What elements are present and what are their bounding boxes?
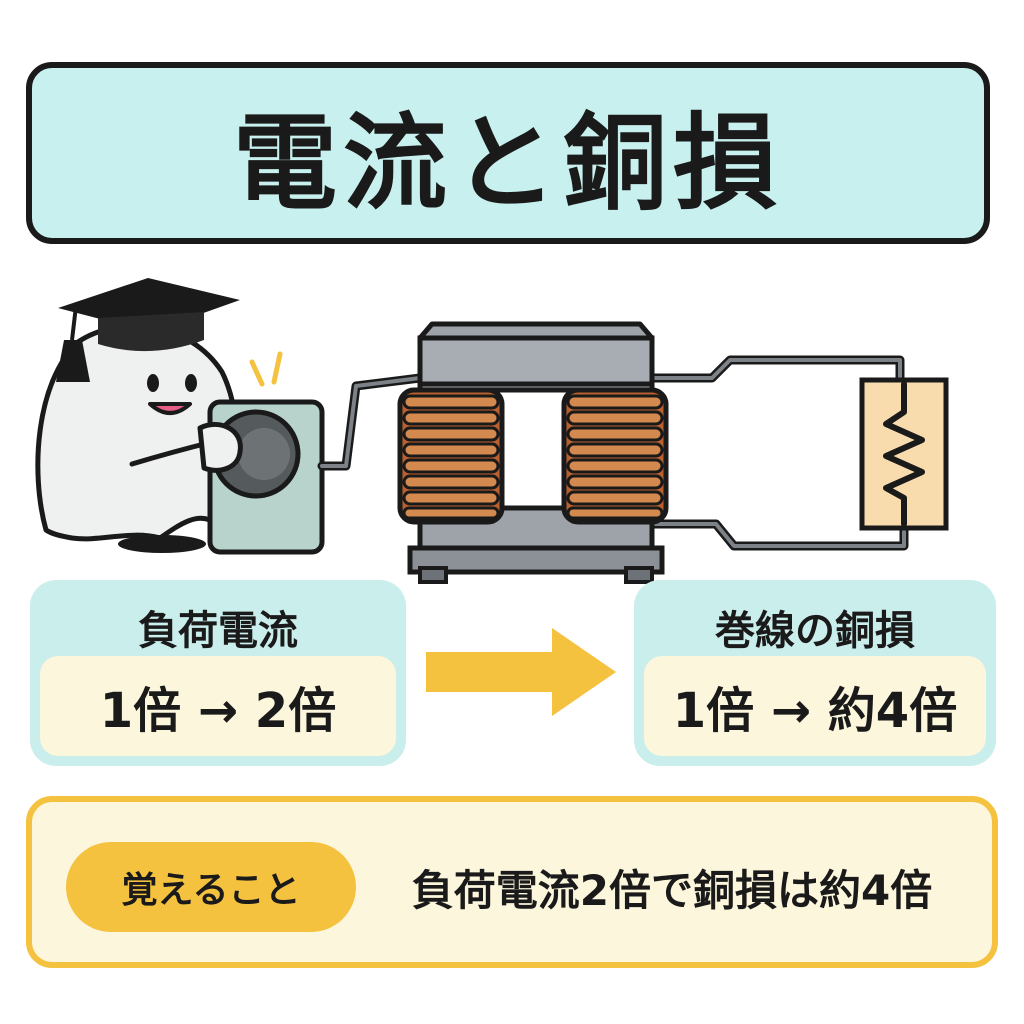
graduation-cap-icon [56,278,240,382]
memo-box: 覚えること 負荷電流2倍で銅損は約4倍 [26,796,998,968]
load-current-change: 1倍 → 2倍 [40,656,396,756]
memo-text: 負荷電流2倍で銅損は約4倍 [411,865,933,915]
load-current-panel: 負荷電流 1倍 → 2倍 [30,580,406,766]
transformer-illustration [35,278,949,584]
memo-tag: 覚えること [66,842,356,932]
copper-loss-panel: 巻線の銅損 1倍 → 約4倍 [634,580,996,766]
copper-coil-icon [561,387,669,525]
page-title: 電流と銅損 [232,101,783,224]
copper-loss-change: 1倍 → 約4倍 [644,656,986,756]
load-current-label: 負荷電流 [138,608,298,654]
copper-coil-icon [397,387,505,525]
title-banner: 電流と銅損 [26,62,990,244]
copper-loss-label: 巻線の銅損 [715,608,915,654]
right-arrow-icon [426,628,616,716]
resistor-icon [859,377,949,531]
